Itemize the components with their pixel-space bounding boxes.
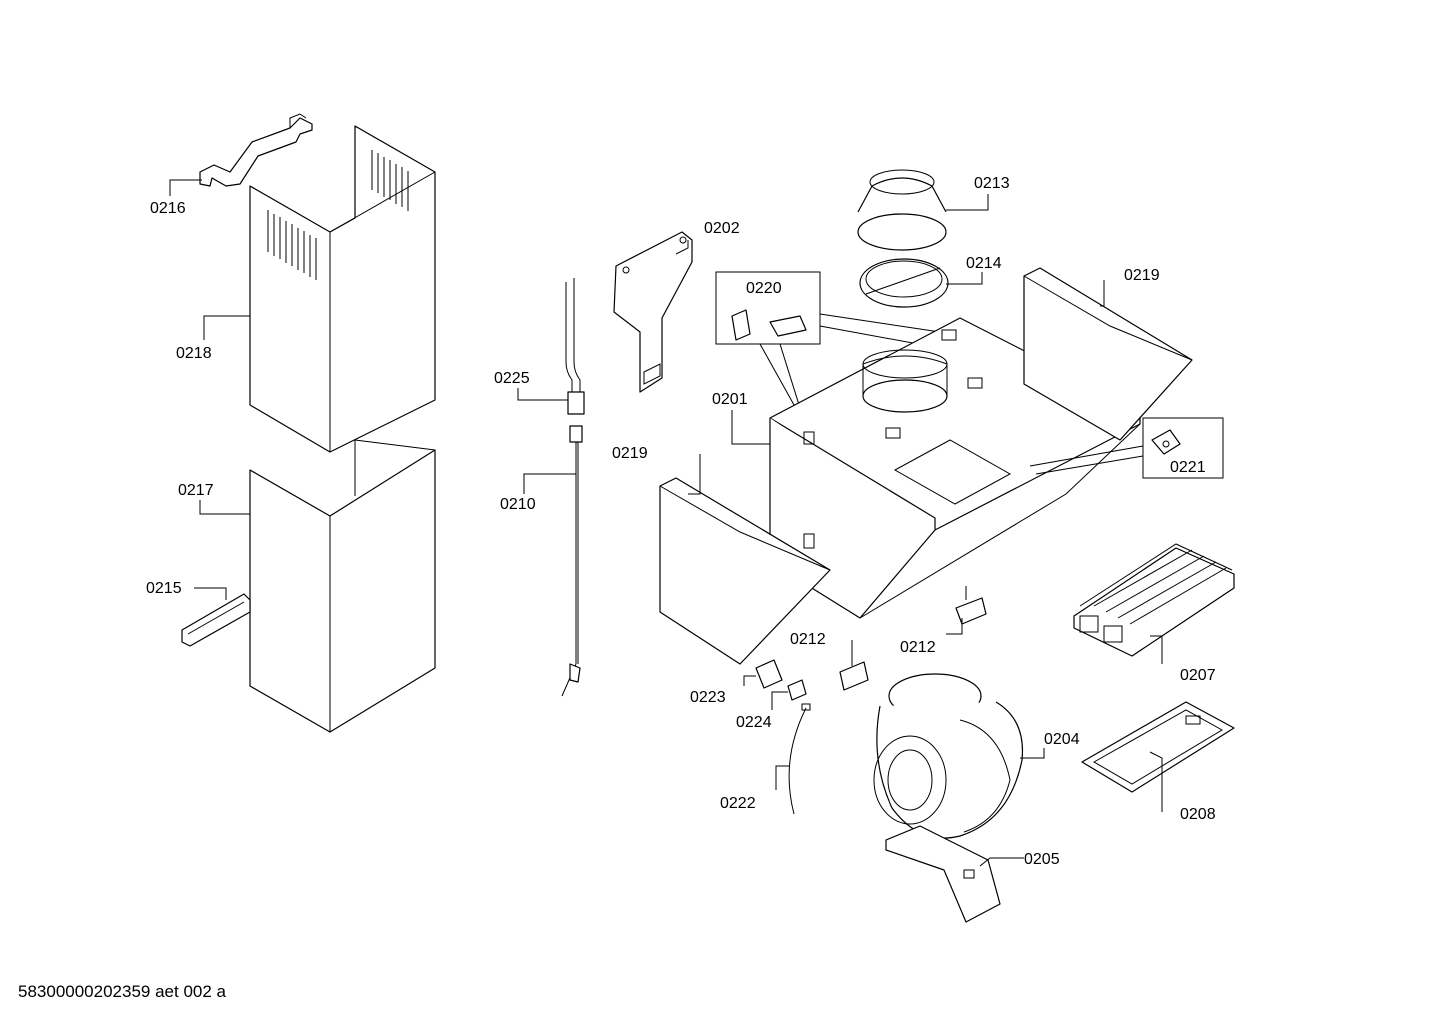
callout-0201: 0201: [712, 391, 748, 408]
drawing-code: 58300000202359 aet 002 a: [18, 982, 226, 1001]
part-0224-switch: [787, 679, 807, 701]
part-0212-connector-left: [839, 648, 869, 691]
part-0204-blower: [873, 673, 1024, 839]
callout-0210: 0210: [500, 496, 536, 513]
callout-0222: 0222: [720, 795, 756, 812]
callout-0218: 0218: [176, 345, 212, 362]
callout-0221: 0221: [1170, 459, 1206, 476]
part-0208-carbon-filter: [1081, 701, 1235, 793]
leader-lines: [169, 179, 1163, 867]
callout-0207: 0207: [1180, 667, 1216, 684]
callout-0224: 0224: [736, 714, 772, 731]
callout-0220: 0220: [746, 280, 782, 297]
callout-labels: 0216 0218 0217 0215 0225 0210 0202 0220 …: [146, 175, 1216, 868]
part-0215-rail: [181, 593, 251, 647]
part-0218-upper-chimney: [249, 125, 436, 453]
callout-0204: 0204: [1044, 731, 1080, 748]
part-0222-wire: [788, 703, 811, 815]
part-0205-mount-plate: [885, 825, 1001, 923]
callout-0219-right: 0219: [1124, 267, 1160, 284]
part-0219-left-panel: [659, 477, 831, 665]
part-0214-flap: [859, 258, 949, 308]
part-0223-clip: [755, 659, 783, 689]
part-0213-ring: [857, 169, 947, 251]
part-0202-plate: [613, 231, 693, 393]
part-0219-right-panel: [1023, 267, 1193, 441]
callout-0212-right: 0212: [900, 639, 936, 656]
callout-0225: 0225: [494, 370, 530, 387]
part-0220-detail-box: [715, 271, 941, 441]
callout-0223: 0223: [690, 689, 726, 706]
part-0212-connector-right: [955, 586, 987, 625]
callout-0213: 0213: [974, 175, 1010, 192]
callout-0217: 0217: [178, 482, 214, 499]
part-0221-detail-box: [1029, 417, 1224, 479]
callout-0219-left: 0219: [612, 445, 648, 462]
part-0216-bracket: [199, 113, 313, 187]
callout-0214: 0214: [966, 255, 1002, 272]
callout-0212-left: 0212: [790, 631, 826, 648]
part-0217-lower-chimney: [249, 439, 436, 733]
callout-0215: 0215: [146, 580, 182, 597]
part-0210-cable: [561, 278, 585, 697]
callout-0205: 0205: [1024, 851, 1060, 868]
part-0207-grease-filter: [1073, 543, 1235, 657]
callout-0202: 0202: [704, 220, 740, 237]
callout-0208: 0208: [1180, 806, 1216, 823]
callout-0216: 0216: [150, 200, 186, 217]
